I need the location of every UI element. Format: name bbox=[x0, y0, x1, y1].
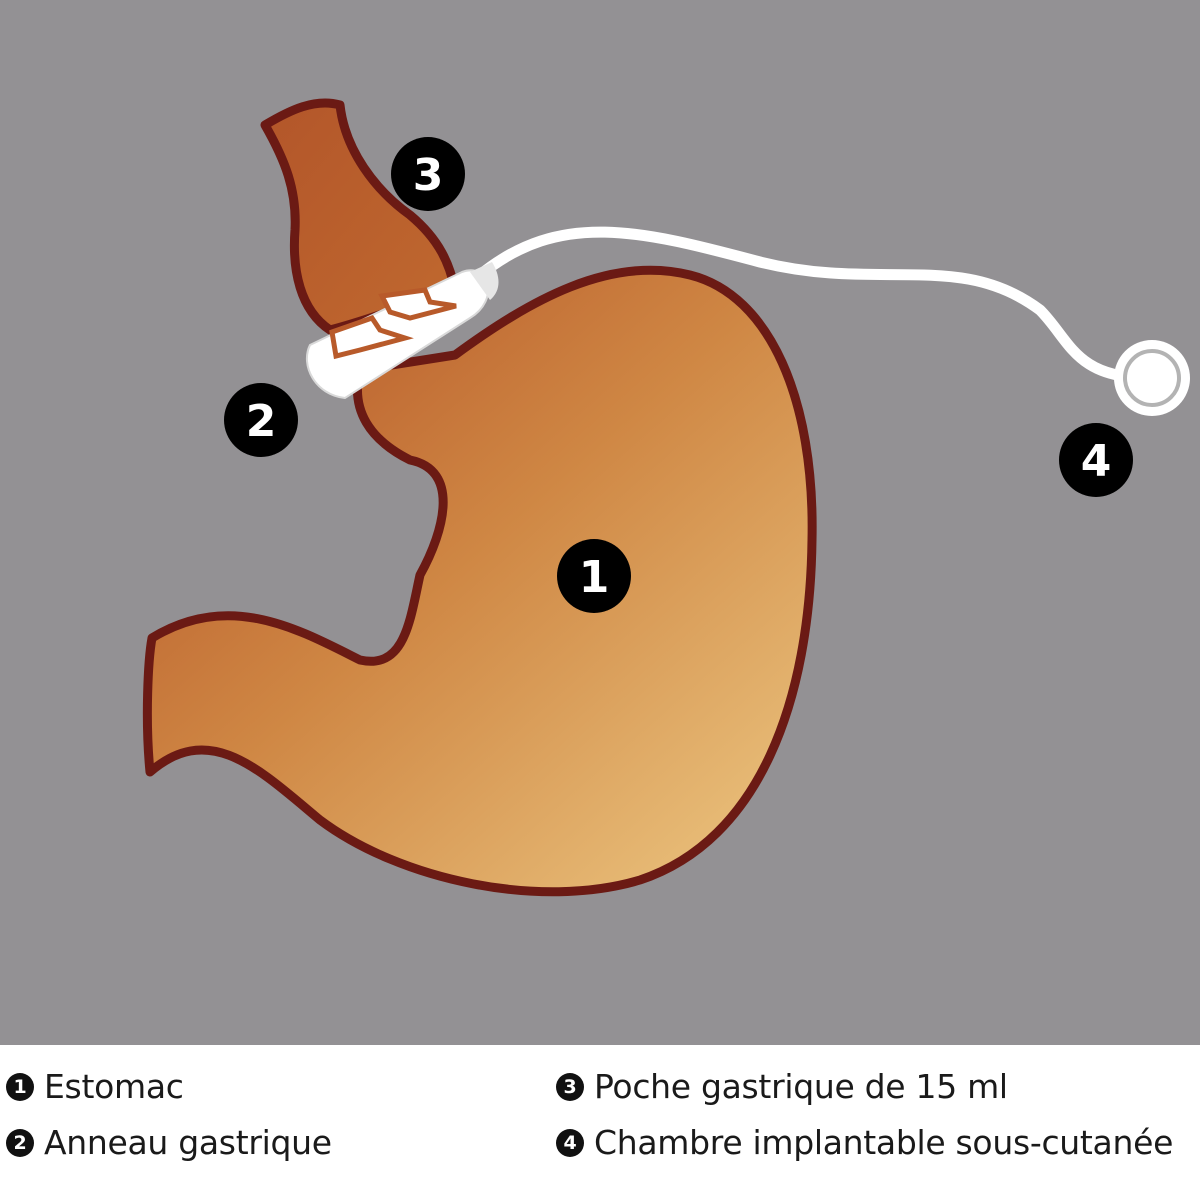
legend-item-anneau: 2 Anneau gastrique bbox=[6, 1123, 332, 1162]
svg-text:1: 1 bbox=[579, 552, 610, 603]
legend-number-badge: 4 bbox=[556, 1128, 584, 1157]
legend-number-badge: 2 bbox=[6, 1128, 34, 1157]
marker-3: 3 bbox=[391, 137, 465, 211]
diagram-canvas: 1 2 3 4 bbox=[142, 98, 1190, 897]
marker-1: 1 bbox=[557, 539, 631, 613]
gastric-band-diagram: 1 2 3 4 bbox=[0, 0, 1200, 1045]
marker-4: 4 bbox=[1059, 423, 1133, 497]
svg-text:4: 4 bbox=[1081, 436, 1112, 487]
legend-number-badge: 3 bbox=[556, 1072, 584, 1101]
legend-item-estomac: 1 Estomac bbox=[6, 1067, 184, 1106]
legend-number-badge: 1 bbox=[6, 1072, 34, 1101]
tubing bbox=[474, 226, 1154, 384]
legend-label: Estomac bbox=[44, 1067, 184, 1106]
marker-2: 2 bbox=[224, 383, 298, 457]
legend-item-poche: 3 Poche gastrique de 15 ml bbox=[556, 1067, 1008, 1106]
svg-text:2: 2 bbox=[246, 396, 277, 447]
legend-label: Poche gastrique de 15 ml bbox=[594, 1067, 1008, 1106]
legend-label: Chambre implantable sous-cutanée bbox=[594, 1123, 1174, 1162]
legend-item-chambre: 4 Chambre implantable sous-cutanée bbox=[556, 1123, 1173, 1162]
stomach bbox=[142, 265, 817, 897]
legend: 1 Estomac 2 Anneau gastrique 3 Poche gas… bbox=[0, 1045, 1200, 1195]
svg-text:3: 3 bbox=[413, 150, 444, 201]
gastric-band bbox=[305, 262, 499, 400]
legend-label: Anneau gastrique bbox=[44, 1123, 332, 1162]
subcutaneous-port bbox=[1114, 340, 1190, 416]
